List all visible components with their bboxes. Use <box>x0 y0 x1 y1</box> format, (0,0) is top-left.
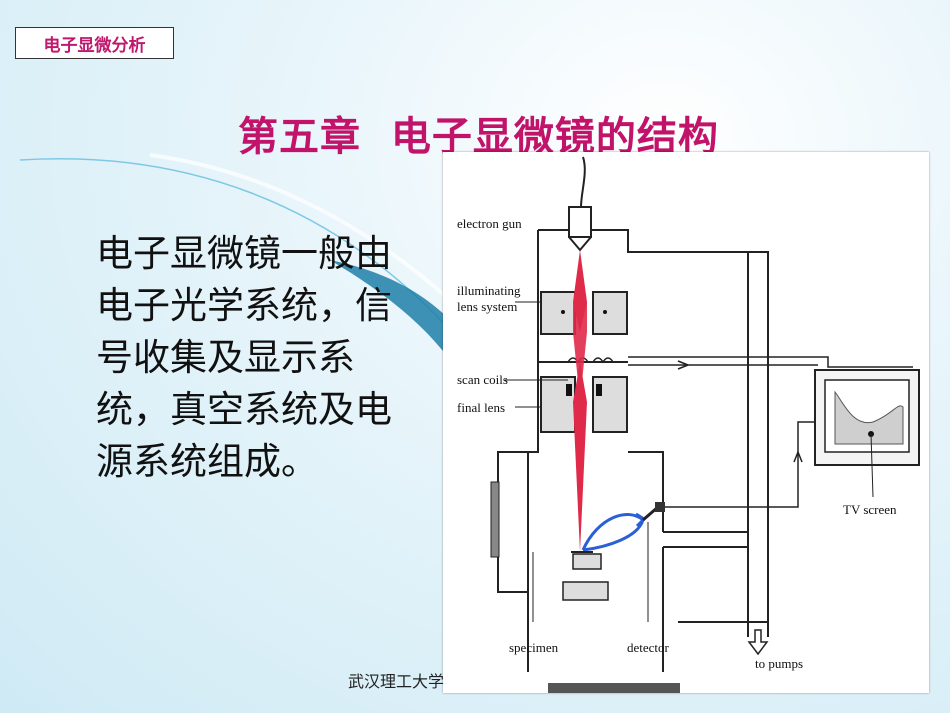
label-lens-system: lens system <box>457 299 517 314</box>
label-to-pumps: to pumps <box>755 656 803 671</box>
footer-institution: 武汉理工大学 <box>348 672 445 691</box>
label-tv-screen: TV screen <box>843 502 897 517</box>
label-final-lens: final lens <box>457 400 505 415</box>
label-illuminating: illuminating <box>457 283 521 298</box>
label-electron-gun: electron gun <box>457 216 522 231</box>
label-specimen: specimen <box>509 640 559 655</box>
label-detector: detector <box>627 640 670 655</box>
course-tag: 电子显微分析 <box>15 27 174 59</box>
label-scan-coils: scan coils <box>457 372 508 387</box>
slide-body-text: 电子显微镜一般由电子光学系统，信号收集及显示系统，真空系统及电源系统组成。 <box>96 232 392 483</box>
footer-bar <box>548 683 680 693</box>
sem-structure-diagram: electron gun illuminating lens system sc… <box>443 152 929 693</box>
